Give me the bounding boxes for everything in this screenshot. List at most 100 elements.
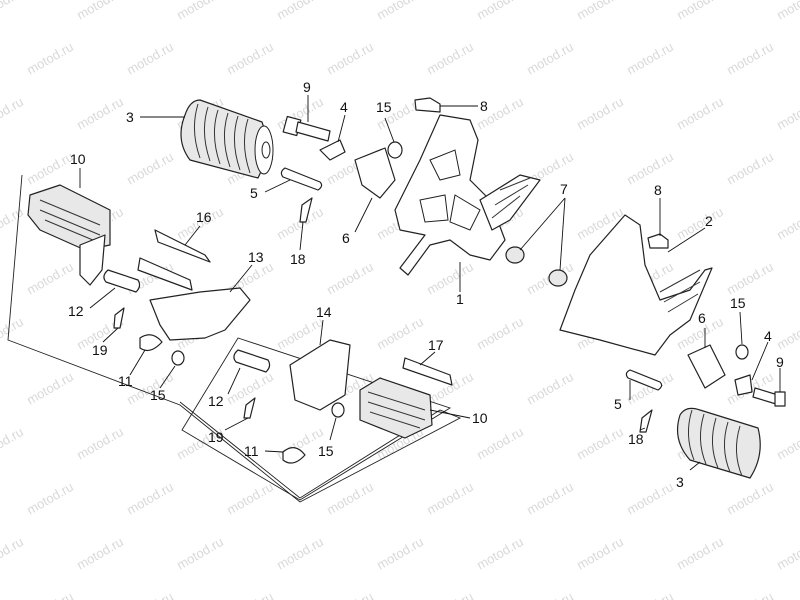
label-4-right: 4 xyxy=(764,328,772,344)
watermark-text: motod.ru xyxy=(524,369,576,408)
watermark-text: motod.ru xyxy=(674,534,726,573)
watermark-text: motod.ru xyxy=(324,479,376,518)
upper-nut xyxy=(505,246,525,264)
watermark-text: motod.ru xyxy=(774,424,800,463)
label-6-right: 6 xyxy=(698,310,706,326)
label-10-left: 10 xyxy=(70,151,86,167)
watermark-text: motod.ru xyxy=(474,314,526,353)
watermark-text: motod.ru xyxy=(24,589,76,600)
right-bolt xyxy=(752,387,786,407)
watermark-text: motod.ru xyxy=(574,534,626,573)
watermark-text: motod.ru xyxy=(524,39,576,78)
label-16: 16 xyxy=(196,209,212,225)
center-bracket xyxy=(289,339,351,411)
watermark-text: motod.ru xyxy=(0,204,26,243)
label-14: 14 xyxy=(316,304,332,320)
right-washer xyxy=(735,344,749,360)
left-passenger-peg xyxy=(27,184,111,286)
watermark-text: motod.ru xyxy=(0,534,26,573)
center-assembly-frame xyxy=(181,337,452,501)
label-3-left: 3 xyxy=(126,109,134,125)
center-spacer xyxy=(233,349,271,373)
left-spring xyxy=(139,334,163,352)
watermark-text: motod.ru xyxy=(174,0,226,23)
left-spacer xyxy=(103,269,141,293)
label-18-right: 18 xyxy=(628,431,644,447)
watermark-text: motod.ru xyxy=(374,314,426,353)
watermark-text: motod.ru xyxy=(0,314,26,353)
watermark-text: motod.ru xyxy=(24,259,76,298)
watermark-text: motod.ru xyxy=(474,424,526,463)
watermark-text: motod.ru xyxy=(274,204,326,243)
left-cotter xyxy=(113,307,125,329)
label-13: 13 xyxy=(248,249,264,265)
watermark-text: motod.ru xyxy=(774,94,800,133)
label-15-left: 15 xyxy=(150,387,166,403)
left-lower-washer xyxy=(171,350,185,366)
label-6-left: 6 xyxy=(342,230,350,246)
left-peg-arm xyxy=(149,287,251,341)
label-3-right: 3 xyxy=(676,474,684,490)
watermark-text: motod.ru xyxy=(674,94,726,133)
lower-nut xyxy=(548,269,568,287)
watermark-text: motod.ru xyxy=(374,0,426,23)
left-plate xyxy=(354,147,396,199)
part-labels: 1 2 3 3 4 4 5 5 6 6 7 8 8 9 9 10 10 11 1… xyxy=(68,79,784,490)
watermark-text: motod.ru xyxy=(624,479,676,518)
watermark-text: motod.ru xyxy=(24,149,76,188)
label-12-left: 12 xyxy=(68,303,84,319)
watermark-text: motod.ru xyxy=(724,479,776,518)
label-15-upper: 15 xyxy=(376,99,392,115)
right-upper-bolt xyxy=(647,233,669,249)
left-bracket xyxy=(319,139,346,161)
watermark-text: motod.ru xyxy=(0,424,26,463)
watermark-text: motod.ru xyxy=(74,424,126,463)
label-17: 17 xyxy=(428,337,444,353)
center-long-bolt xyxy=(402,357,453,386)
watermark-text: motod.ru xyxy=(124,589,176,600)
watermark-text: motod.ru xyxy=(374,534,426,573)
right-footpeg-rubber xyxy=(677,407,761,479)
watermark-text: motod.ru xyxy=(774,534,800,573)
label-19-left: 19 xyxy=(92,342,108,358)
watermark-text: motod.ru xyxy=(774,204,800,243)
label-8-left: 8 xyxy=(480,98,488,114)
watermark-text: motod.ru xyxy=(274,0,326,23)
watermark-text: motod.ru xyxy=(24,369,76,408)
watermark-text: motod.ru xyxy=(524,479,576,518)
watermark-text: motod.ru xyxy=(324,39,376,78)
label-11-left: 11 xyxy=(118,373,133,389)
watermark-text: motod.ru xyxy=(724,39,776,78)
watermark-text: motod.ru xyxy=(474,0,526,23)
label-8-right: 8 xyxy=(654,182,662,198)
center-spring xyxy=(282,447,306,464)
left-bolt-lower xyxy=(137,257,193,291)
watermark-text: motod.ru xyxy=(0,0,26,23)
watermark-text: motod.ru xyxy=(324,589,376,600)
watermark-text: motod.ru xyxy=(24,479,76,518)
label-9-left: 9 xyxy=(303,79,311,95)
watermark-text: motod.ru xyxy=(574,424,626,463)
watermark-text: motod.ru xyxy=(224,479,276,518)
label-19-center: 19 xyxy=(208,429,224,445)
center-washer xyxy=(331,402,345,418)
watermark-text: motod.ru xyxy=(424,479,476,518)
watermark-text: motod.ru xyxy=(74,0,126,23)
right-cotter-pin xyxy=(639,409,653,433)
label-5-right: 5 xyxy=(614,396,622,412)
label-15-center: 15 xyxy=(318,443,334,459)
label-1: 1 xyxy=(456,291,464,307)
label-18-upper: 18 xyxy=(290,251,306,267)
upper-bolt xyxy=(414,97,441,113)
watermark-text: motod.ru xyxy=(174,534,226,573)
watermark-text: motod.ru xyxy=(624,39,676,78)
watermark-text: motod.ru xyxy=(224,589,276,600)
watermark-text: motod.ru xyxy=(524,589,576,600)
label-4-left: 4 xyxy=(340,99,348,115)
label-15-right: 15 xyxy=(730,295,746,311)
watermark-text: motod.ru xyxy=(424,39,476,78)
watermark-text: motod.ru xyxy=(424,259,476,298)
center-cotter xyxy=(243,397,256,419)
watermark-text: motod.ru xyxy=(274,534,326,573)
